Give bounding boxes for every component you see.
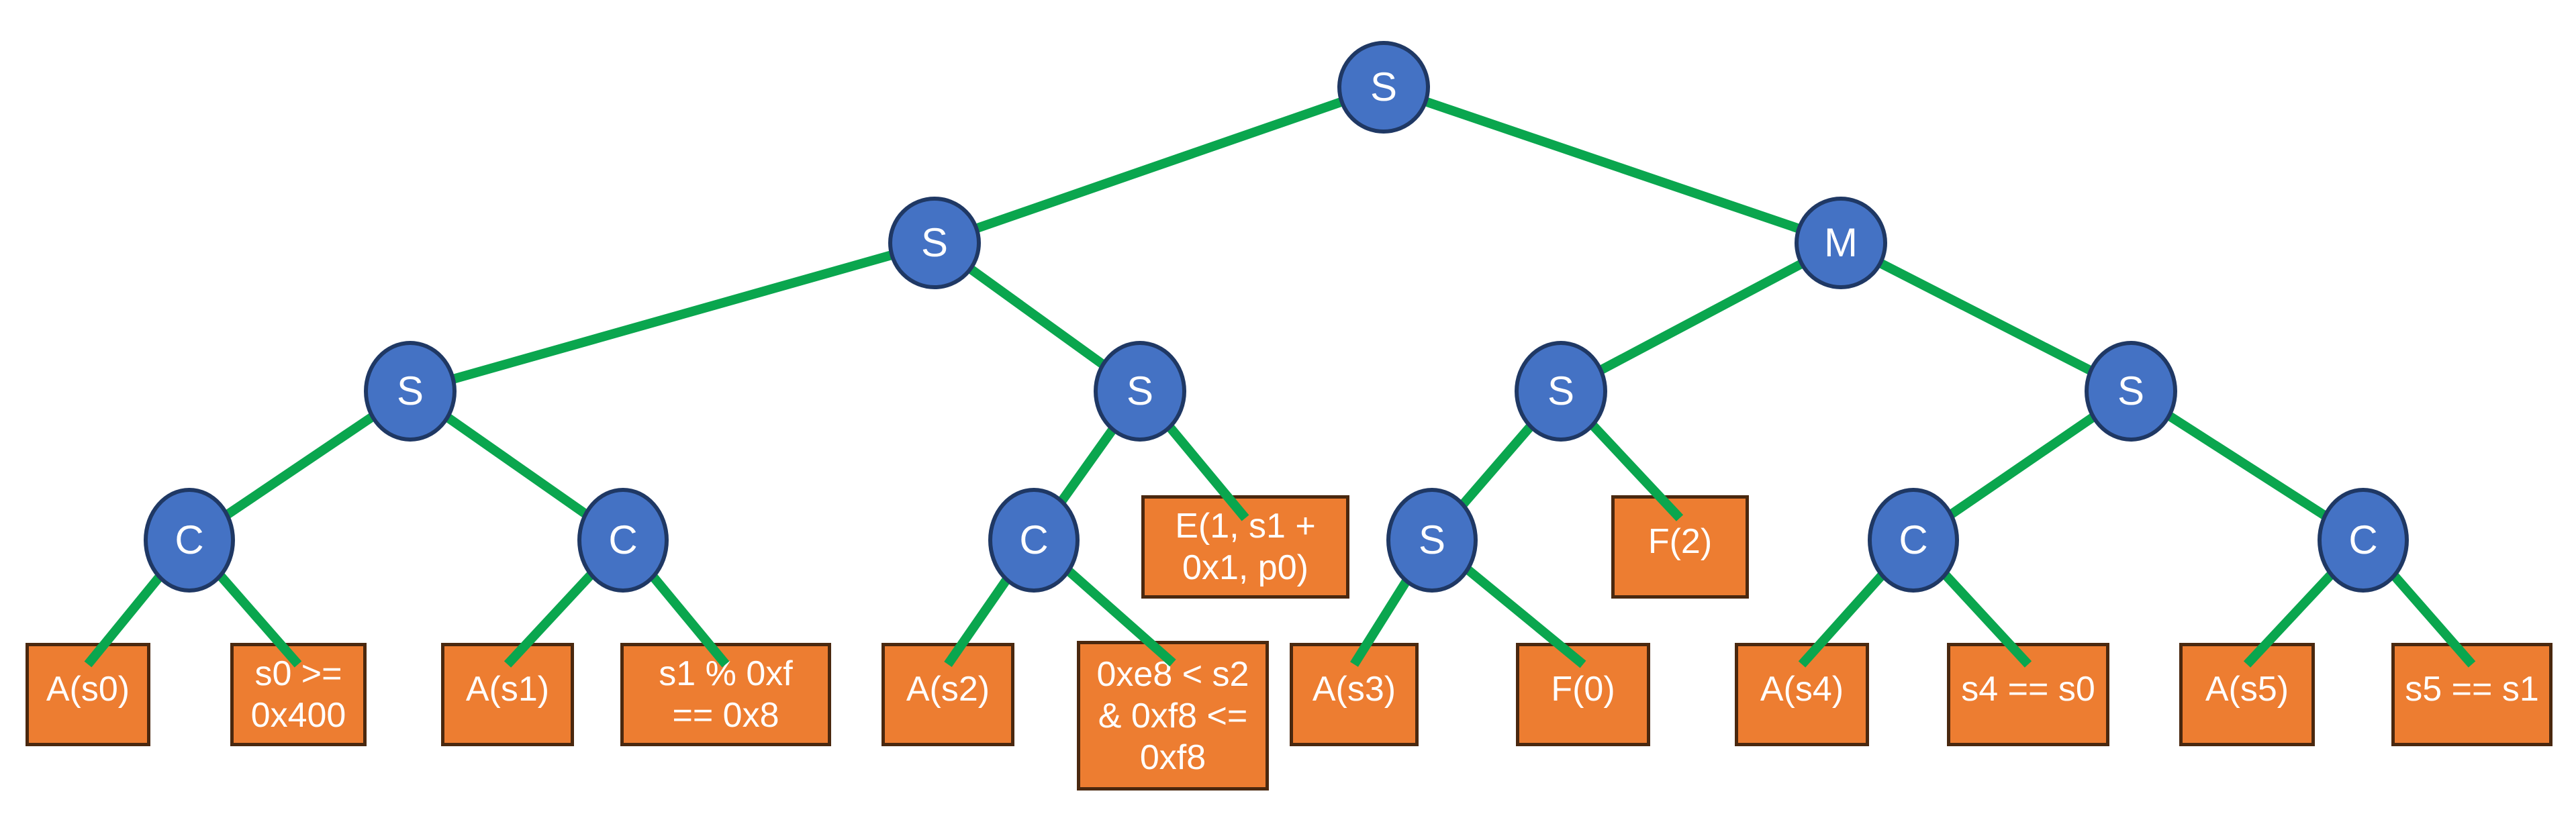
leaf-box-a-s1: A(s1): [441, 643, 574, 746]
leaf-box-e-call: E(1, s1 + 0x1, p0): [1141, 495, 1349, 599]
leaf-box-cond-s2: 0xe8 < s2 & 0xf8 <= 0xf8: [1077, 641, 1269, 790]
node-l4-c3: C: [988, 488, 1080, 593]
node-l2-m: M: [1795, 197, 1887, 289]
leaf-box-a-s0: A(s0): [26, 643, 150, 746]
node-l4-c5: C: [2318, 488, 2409, 593]
node-l4-c1: C: [144, 488, 235, 593]
node-l4-s5: S: [1386, 488, 1478, 593]
node-l3-s2: S: [1094, 341, 1186, 442]
leaf-box-a-s3: A(s3): [1290, 643, 1419, 746]
edge-root-l2m: [1382, 83, 1843, 248]
leaf-box-a-s5: A(s5): [2179, 643, 2315, 746]
leaf-box-a-s4: A(s4): [1735, 643, 1869, 746]
leaf-box-cond-s0: s0 >= 0x400: [230, 643, 367, 746]
edge-l2m-l3s3: [1558, 238, 1844, 396]
leaf-box-cond-s5: s5 == s1: [2391, 643, 2553, 746]
node-root-s: S: [1337, 41, 1430, 134]
node-l2-s: S: [888, 197, 981, 289]
leaf-box-cond-s4: s4 == s0: [1947, 643, 2109, 746]
edge-l2m-l3s4: [1838, 238, 2134, 396]
leaf-box-cond-s1: s1 % 0xf == 0x8: [620, 643, 831, 746]
node-l3-s3: S: [1515, 341, 1607, 442]
leaf-box-a-s2: A(s2): [881, 643, 1014, 746]
edge-l2s-l3s1: [409, 238, 936, 396]
node-l4-c4: C: [1868, 488, 1959, 593]
node-l3-s1: S: [364, 341, 457, 442]
leaf-box-f0: F(0): [1516, 643, 1650, 746]
node-l3-s4: S: [2085, 341, 2177, 442]
edge-root-l2s: [933, 83, 1386, 248]
node-l4-c2: C: [577, 488, 669, 593]
leaf-box-f2: F(2): [1611, 495, 1749, 599]
